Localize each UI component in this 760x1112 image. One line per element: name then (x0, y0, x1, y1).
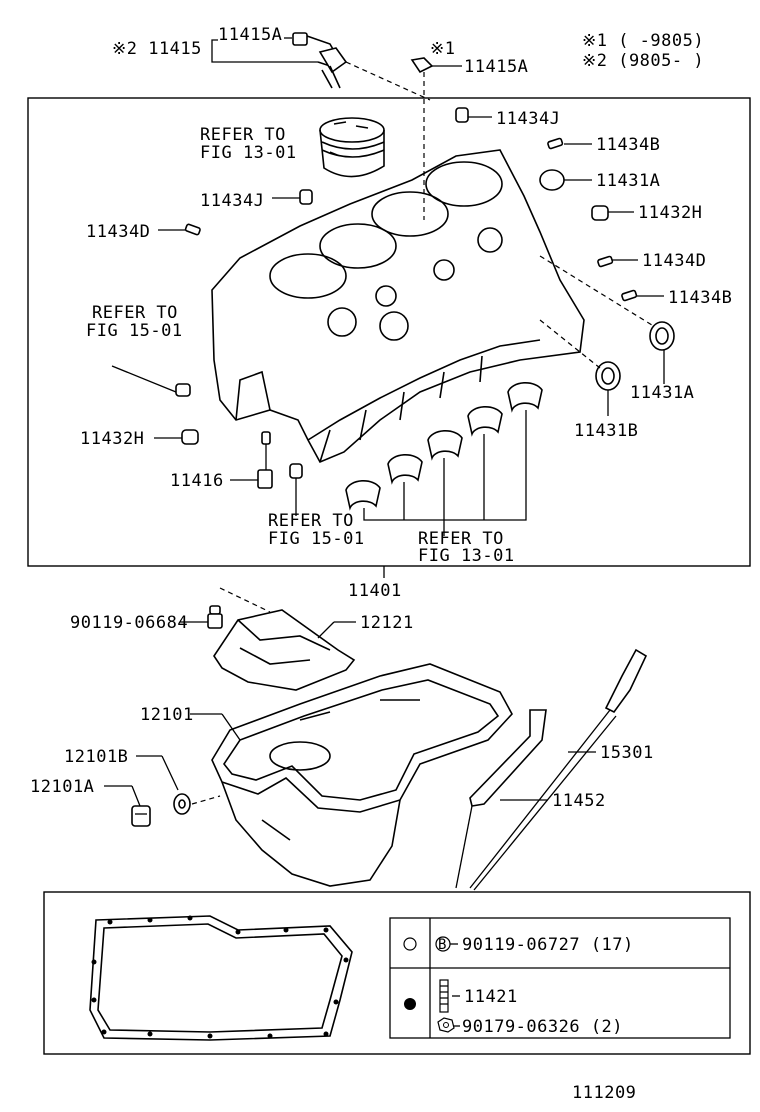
ref-fig15-left-2: FIG 15-01 (86, 321, 183, 341)
label-11434d-right: 11434D (642, 251, 706, 271)
part-11434j-mid: 11434J (200, 189, 313, 211)
piston-illustration: REFER TO FIG 13-01 (200, 117, 385, 178)
label-11415: ※2 11415 (112, 39, 202, 59)
part-11432h-right: 11432H (591, 203, 702, 223)
part-11415a-right: ※1 11415A (410, 39, 528, 220)
part-11415-oil-pressure-switch: ※2 11415 11415A (112, 25, 431, 101)
label-11434j-top: 11434J (496, 109, 560, 129)
ref-fig13-bottom-2: FIG 13-01 (418, 546, 515, 566)
label-11434b-top: 11434B (596, 135, 660, 155)
filled-circle-icon (404, 998, 416, 1010)
part-11431a-right: 11431A (630, 321, 694, 403)
label-11432h-right: 11432H (638, 203, 702, 223)
part-11431b: 11431B (539, 319, 638, 441)
label-11432h-left: 11432H (80, 429, 144, 449)
part-11434d-left: 11434D (86, 222, 201, 242)
label-mark-1: ※1 (430, 39, 455, 59)
label-12121: 12121 (360, 613, 414, 633)
part-12121-baffle: 12121 (213, 609, 414, 691)
label-11401: 11401 (348, 581, 402, 601)
label-11431a-right: 11431A (630, 383, 694, 403)
label-15301: 15301 (600, 743, 654, 763)
note-1: ※1 ( -9805) (582, 31, 704, 51)
label-11434j-mid: 11434J (200, 191, 264, 211)
part-15301-dipstick: 15301 (469, 648, 654, 891)
open-circle-icon (403, 937, 417, 951)
label-11434b-right: 11434B (668, 288, 732, 308)
part-11452-guide: 11452 (455, 709, 606, 889)
page-code: 111209 (572, 1083, 636, 1103)
legend-frame (43, 891, 751, 1055)
gasket-outline-illustration (89, 915, 353, 1041)
ref-fig15-bottom-2: FIG 15-01 (268, 529, 365, 549)
part-11434d-right: 11434D (539, 251, 706, 331)
label-11431a-top: 11431A (596, 171, 660, 191)
stud-icon (439, 979, 449, 1013)
crank-bearings: REFER TO FIG 15-01 REFER TO FIG 13-01 (268, 382, 543, 566)
left-refer-fig15: REFER TO FIG 15-01 (86, 303, 191, 397)
label-11431b: 11431B (574, 421, 638, 441)
bolt-b-mark: B (438, 937, 446, 953)
part-11416: 11416 (170, 431, 273, 491)
label-12101: 12101 (140, 705, 194, 725)
ref-fig13-bottom-1: REFER TO (418, 529, 504, 549)
label-11421: 11421 (464, 987, 518, 1007)
label-12101a: 12101A (30, 777, 94, 797)
part-11434j-top: 11434J (455, 107, 560, 129)
label-11452: 11452 (552, 791, 606, 811)
nut-icon (437, 1017, 455, 1033)
label-12101b: 12101B (64, 747, 128, 767)
label-11415a-top: 11415A (218, 25, 282, 45)
label-11415a-right: 11415A (464, 57, 528, 77)
part-11434b-top: 11434B (547, 135, 660, 155)
cylinder-block-frame (27, 97, 751, 567)
part-11431a-top: 11431A (539, 169, 660, 191)
part-12101-oil-pan: 12101 (140, 663, 513, 887)
part-11434b-right: 11434B (621, 288, 732, 308)
part-11432h-left: 11432H (80, 429, 199, 449)
label-90119-06727: 90119-06727 (17) (462, 935, 634, 955)
fastener-legend-table: B 90119-06727 (17) 11421 90179-06326 (2) (389, 917, 731, 1039)
part-12101a-drain-plug: 12101A (30, 777, 151, 827)
ref-fig15-left-1: REFER TO (92, 303, 178, 323)
ref-fig13-top-2: FIG 13-01 (200, 143, 297, 163)
note-2: ※2 (9805- ) (582, 51, 704, 71)
ref-fig15-bottom-1: REFER TO (268, 511, 354, 531)
cylinder-block-illustration (211, 149, 585, 464)
label-11434d-left: 11434D (86, 222, 150, 242)
ref-fig13-top-1: REFER TO (200, 125, 286, 145)
label-11416: 11416 (170, 471, 224, 491)
label-90179-06326: 90179-06326 (2) (462, 1017, 623, 1037)
part-12101b-gasket: 12101B (64, 747, 221, 815)
label-90119-06684: 90119-06684 (70, 613, 188, 633)
part-90119-06684: 90119-06684 (70, 587, 271, 633)
